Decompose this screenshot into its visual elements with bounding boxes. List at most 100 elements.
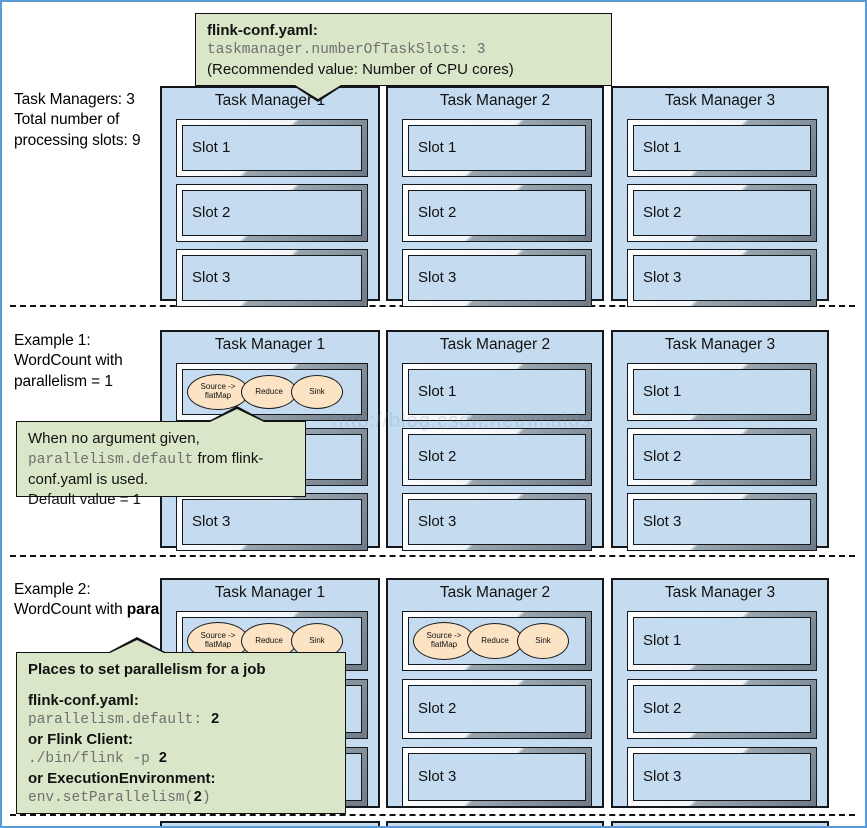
callout-default-line1: When no argument given, — [28, 430, 200, 447]
slot-box[interactable]: Slot 3 — [627, 493, 817, 551]
slot-box[interactable]: Source -> flatMap Reduce Sink — [402, 611, 592, 671]
callout-conf-code: taskmanager.numberOfTaskSlots: 3 — [207, 41, 486, 58]
task-manager-title: Task Manager 1 — [214, 336, 326, 353]
task-manager-card-partial[interactable] — [386, 821, 604, 826]
slot-interior: Slot 3 — [408, 255, 586, 301]
code-3-value: 2 — [193, 790, 203, 807]
task-manager-card-partial[interactable] — [611, 821, 829, 826]
slot-box[interactable]: Slot 2 — [176, 184, 368, 242]
callout-conf-title: flink-conf.yaml: — [207, 22, 318, 39]
task-ellipse: Source -> flatMap — [187, 374, 249, 410]
task-ellipse: Reduce — [467, 623, 523, 659]
slot-label: Slot 3 — [418, 269, 457, 287]
slot-interior: Slot 1 — [182, 125, 362, 171]
slot-label: Slot 1 — [418, 139, 457, 157]
code-3-tail: ) — [202, 790, 211, 807]
slot-box[interactable]: Slot 2 — [402, 428, 592, 486]
slot-interior: Slot 1 — [633, 369, 811, 415]
slot-box[interactable]: Slot 3 — [176, 249, 368, 307]
callout-places-label-2: or Flink Client: — [28, 731, 133, 749]
slot-box[interactable]: Slot 3 — [176, 493, 368, 551]
task-manager-title: Task Manager 3 — [664, 92, 776, 109]
slot-box[interactable]: Slot 2 — [627, 184, 817, 242]
slot-interior: Slot 3 — [182, 255, 362, 301]
task-manager-title: Task Manager 2 — [439, 336, 551, 353]
slot-box[interactable]: Slot 1 — [402, 363, 592, 421]
task-manager-card-partial[interactable] — [160, 821, 380, 826]
callout-places-to-set-parallelism: Places to set parallelism for a job flin… — [16, 652, 346, 814]
callout-places-code-2: ./bin/flink -p 2 — [28, 750, 335, 769]
slot-box[interactable]: Slot 2 — [627, 679, 817, 739]
row-caption-example-1: Example 1: WordCount with parallelism = … — [14, 332, 123, 390]
slot-label: Slot 1 — [418, 383, 457, 401]
slot-box[interactable]: Source -> flatMap Reduce Sink — [176, 363, 368, 421]
task-manager-title: Task Manager 3 — [664, 584, 776, 601]
slot-label: Slot 3 — [192, 513, 231, 531]
task-manager-title: Task Manager 1 — [214, 584, 326, 601]
callout-default-code: parallelism.default — [28, 451, 194, 468]
task-manager-card[interactable]: Task Manager 2 Slot 1 Slot 2 Slot 3 — [386, 330, 604, 551]
row-caption-cluster: Task Managers: 3 Total number of process… — [14, 91, 141, 149]
callout-places-spacer — [28, 680, 335, 691]
slot-interior: Source -> flatMap Reduce Sink — [182, 369, 362, 415]
slot-box[interactable]: Slot 1 — [627, 363, 817, 421]
slot-box[interactable]: Slot 1 — [627, 119, 817, 177]
code-1-value: 2 — [210, 711, 220, 728]
slot-interior: Slot 1 — [408, 125, 586, 171]
slot-label: Slot 3 — [418, 513, 457, 531]
slot-box[interactable]: Slot 3 — [402, 493, 592, 551]
slot-interior: Slot 2 — [408, 434, 586, 480]
slot-interior: Slot 2 — [182, 190, 362, 236]
task-manager-card[interactable]: Task Manager 2 Source -> flatMap Reduce … — [386, 578, 604, 808]
slot-label: Slot 2 — [643, 700, 682, 718]
task-manager-card[interactable]: Task Manager 3 Slot 1 Slot 2 Slot 3 — [611, 86, 829, 307]
task-ellipse: Reduce — [241, 375, 297, 409]
slot-label: Slot 1 — [643, 139, 682, 157]
example2-caption-prefix: Example 2: WordCount with — [14, 581, 123, 619]
slot-box[interactable]: Slot 3 — [402, 747, 592, 807]
slot-label: Slot 3 — [643, 269, 682, 287]
slot-interior: Slot 3 — [182, 499, 362, 545]
callout-tail-fill — [295, 85, 341, 99]
slot-box[interactable]: Slot 3 — [402, 249, 592, 307]
task-ellipse: Source -> flatMap — [413, 622, 475, 660]
slot-box[interactable]: Slot 1 — [627, 611, 817, 671]
slot-label: Slot 3 — [643, 768, 682, 786]
task-ellipse: Sink — [517, 623, 569, 659]
callout-tail-fill — [210, 409, 264, 422]
callout-default-line3: conf.yaml is used. — [28, 471, 149, 489]
slot-box[interactable]: Slot 3 — [627, 747, 817, 807]
slot-interior: Slot 3 — [633, 499, 811, 545]
slot-interior: Slot 3 — [408, 753, 586, 801]
slot-interior: Slot 3 — [408, 499, 586, 545]
task-manager-card[interactable]: Task Manager 3 Slot 1 Slot 2 Slot 3 — [611, 578, 829, 808]
slot-box[interactable]: Slot 2 — [402, 679, 592, 739]
slot-box[interactable]: Slot 2 — [627, 428, 817, 486]
task-manager-card[interactable]: Task Manager 2 Slot 1 Slot 2 Slot 3 — [386, 86, 604, 307]
slot-box[interactable]: Slot 3 — [627, 249, 817, 307]
slot-label: Slot 2 — [418, 700, 457, 718]
slot-box[interactable]: Slot 1 — [402, 119, 592, 177]
slot-label: Slot 1 — [192, 139, 231, 157]
task-manager-card[interactable]: Task Manager 1 Slot 1 Slot 2 Slot 3 — [160, 86, 380, 307]
slot-interior: Slot 3 — [633, 255, 811, 301]
slot-box[interactable]: Slot 1 — [176, 119, 368, 177]
slot-label: Slot 3 — [418, 768, 457, 786]
callout-default-parallelism: When no argument given, parallelism.defa… — [16, 421, 306, 508]
callout-default-line2-tail: from flink- — [193, 449, 264, 467]
slot-interior: Slot 2 — [633, 190, 811, 236]
callout-default-line2: parallelism.default from flink- — [28, 449, 295, 470]
slot-label: Slot 2 — [192, 204, 231, 222]
callout-places-code-1: parallelism.default: 2 — [28, 711, 335, 730]
callout-tail-fill — [110, 640, 164, 653]
task-chain: Source -> flatMap Reduce Sink — [187, 374, 343, 410]
callout-default-line4: Default value = 1 — [28, 491, 141, 509]
slot-label: Slot 2 — [643, 448, 682, 466]
slot-interior: Source -> flatMap Reduce Sink — [408, 617, 586, 665]
code-2-key: ./bin/flink -p — [28, 751, 159, 768]
slot-label: Slot 3 — [643, 513, 682, 531]
slot-label: Slot 2 — [643, 204, 682, 222]
task-manager-card[interactable]: Task Manager 3 Slot 1 Slot 2 Slot 3 — [611, 330, 829, 551]
slot-box[interactable]: Slot 2 — [402, 184, 592, 242]
code-3-key: env.setParallelism( — [28, 790, 194, 807]
